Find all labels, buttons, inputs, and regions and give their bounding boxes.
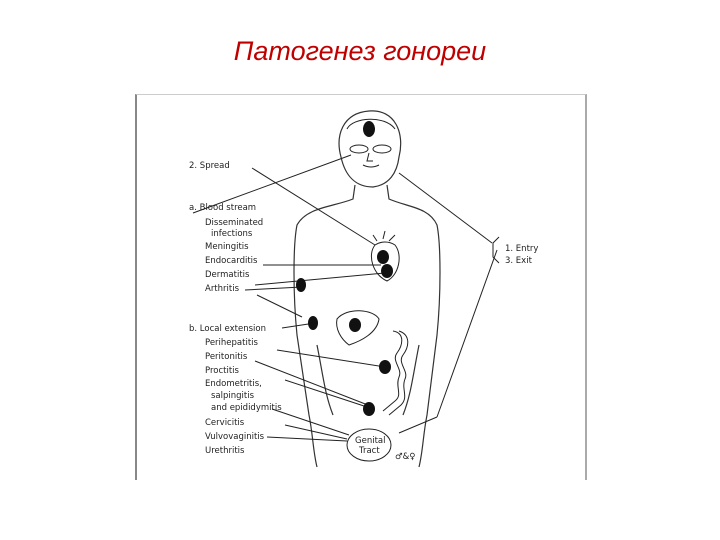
exit-label: 3. Exit xyxy=(505,256,533,266)
local-item: Vulvovaginitis xyxy=(205,432,265,442)
blood-heading: a. Blood stream xyxy=(189,203,256,213)
entry-label: 1. Entry xyxy=(505,244,538,254)
blood-item: Endocarditis xyxy=(205,256,258,266)
diagram-svg: Genital Tract ♂&♀ 2. Spread a. Blood str… xyxy=(189,110,538,468)
left-labels: 2. Spread a. Blood stream Disseminated i… xyxy=(189,161,282,456)
organs xyxy=(336,230,409,416)
local-item: salpingitis xyxy=(211,391,255,401)
human-body-outline xyxy=(293,110,441,468)
blood-item: Disseminated xyxy=(205,218,263,228)
local-item: Endometritis, xyxy=(205,379,262,389)
local-item: Peritonitis xyxy=(205,352,248,362)
blood-item: Dermatitis xyxy=(205,270,250,280)
genital-label-1: Genital xyxy=(355,436,385,446)
right-labels: 1. Entry 3. Exit xyxy=(505,244,538,266)
blood-item: Arthritis xyxy=(205,284,240,294)
local-item: Urethritis xyxy=(205,446,245,456)
slide-title: Патогенез гонореи xyxy=(233,36,487,66)
local-item: and epididymitis xyxy=(211,403,282,413)
local-item: Proctitis xyxy=(205,366,240,376)
genital-label-2: Tract xyxy=(358,446,380,456)
genital-tract: Genital Tract ♂&♀ xyxy=(346,428,415,462)
local-heading: b. Local extension xyxy=(189,324,266,334)
pathogenesis-diagram: Genital Tract ♂&♀ 2. Spread a. Blood str… xyxy=(135,94,587,480)
blood-item: Meningitis xyxy=(205,242,249,252)
local-item: Cervicitis xyxy=(205,418,245,428)
blood-item: infections xyxy=(211,229,253,239)
infection-sites xyxy=(296,121,393,416)
local-item: Perihepatitis xyxy=(205,338,259,348)
spread-heading: 2. Spread xyxy=(189,161,230,171)
sex-symbols: ♂&♀ xyxy=(395,452,415,462)
